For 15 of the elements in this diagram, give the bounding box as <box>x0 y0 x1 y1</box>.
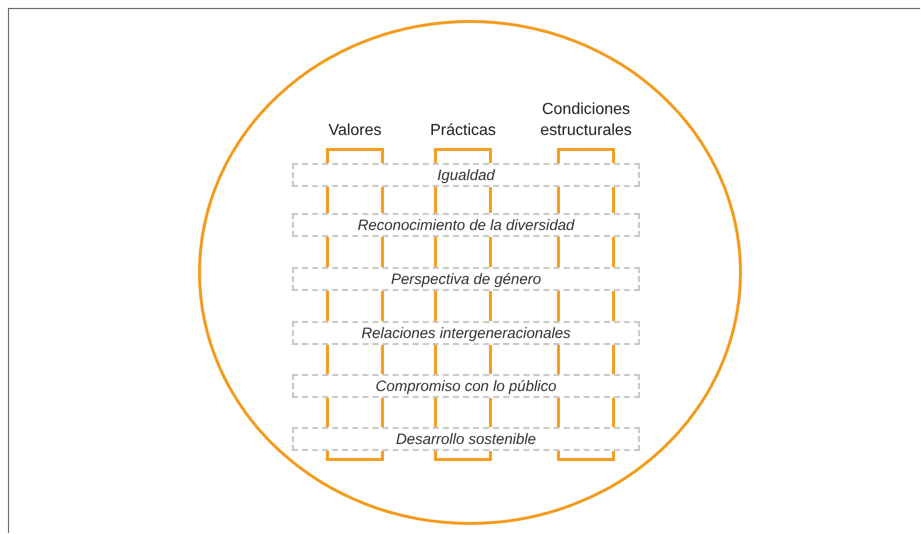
dashed-row-box <box>292 321 640 345</box>
column-heading: Condiciones estructurales <box>539 100 633 141</box>
row-label: Relaciones intergeneracionales <box>361 324 571 342</box>
dashed-row-box <box>292 427 640 451</box>
column-heading: Valores <box>328 121 382 141</box>
row-label: Compromiso con lo público <box>376 378 556 394</box>
dashed-row-box <box>292 374 640 398</box>
row-label: Desarrollo sostenible <box>396 430 536 448</box>
column-heading: Prácticas <box>430 121 496 141</box>
row-label: Reconocimiento de la diversidad <box>358 216 574 234</box>
row-label: Perspectiva de género <box>390 270 542 288</box>
dashed-row-box <box>292 163 640 187</box>
dashed-row-box <box>292 267 640 291</box>
row-label: Igualdad <box>437 166 495 184</box>
dashed-row-box <box>292 213 640 237</box>
